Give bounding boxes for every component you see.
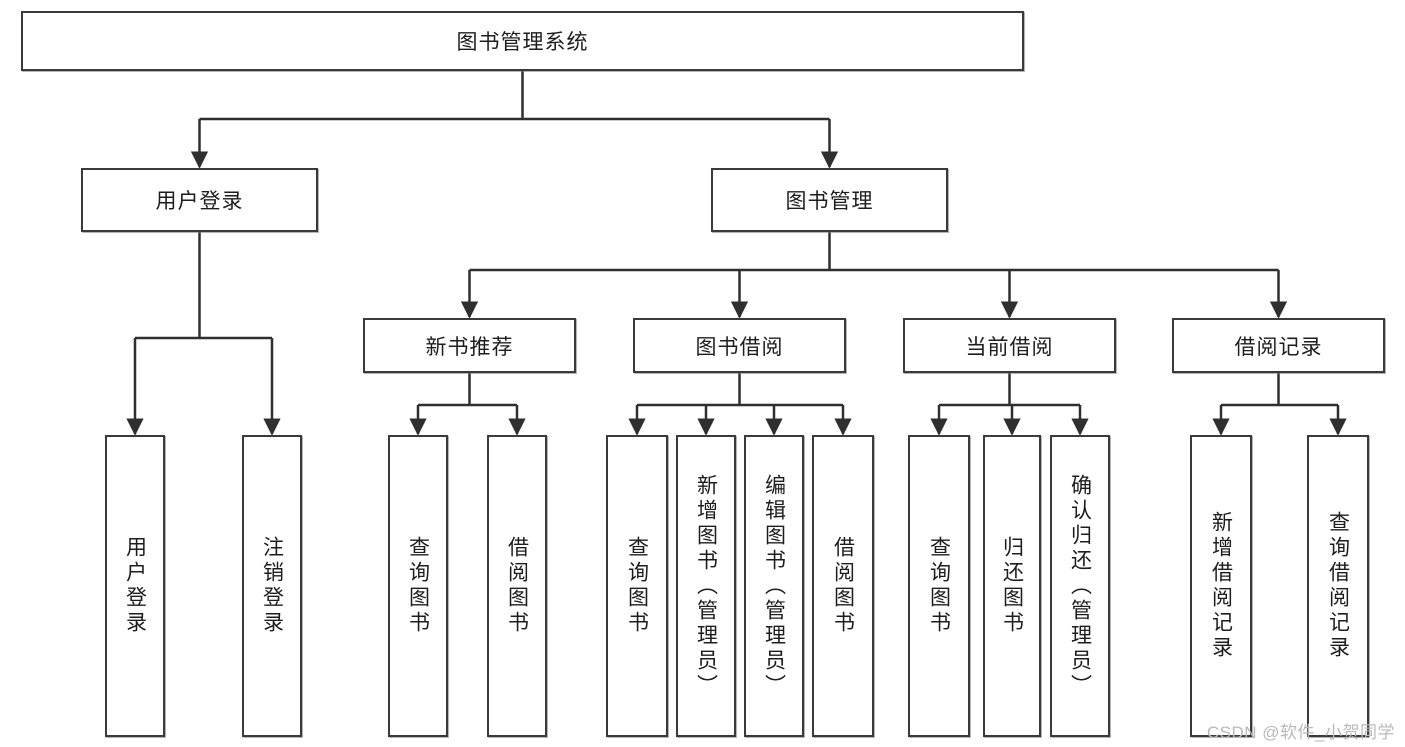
node-n_borrow[interactable]: 借阅图书: [487, 435, 547, 737]
node-c_query[interactable]: 查询图书: [908, 435, 970, 737]
edge-group: [126, 71, 1347, 436]
node-bookmgmt[interactable]: 图书管理: [711, 168, 948, 232]
node-login[interactable]: 用户登录: [81, 168, 318, 232]
node-label: 新增图书（管理员）: [694, 473, 718, 699]
node-r_query[interactable]: 查询借阅记录: [1307, 435, 1369, 737]
node-c_confirm[interactable]: 确认归还（管理员）: [1050, 435, 1110, 737]
node-label: 图书借阅: [695, 335, 784, 359]
node-n_query[interactable]: 查询图书: [388, 435, 448, 737]
node-label: 图书管理系统: [456, 31, 589, 54]
node-l_logout[interactable]: 注销登录: [242, 435, 302, 737]
node-b_borrow[interactable]: 借阅图书: [812, 435, 874, 737]
node-label: 新增借阅记录: [1209, 511, 1233, 661]
node-newbook[interactable]: 新书推荐: [363, 318, 576, 373]
node-label: 用户登录: [155, 190, 244, 213]
watermark-text: CSDN @软件_小贺同学: [1206, 723, 1395, 742]
node-r_add[interactable]: 新增借阅记录: [1190, 435, 1252, 737]
node-label: 用户登录: [123, 536, 147, 636]
node-label: 查询借阅记录: [1326, 511, 1350, 661]
node-label: 当前借阅: [965, 335, 1054, 359]
node-b_add[interactable]: 新增图书（管理员）: [676, 435, 736, 737]
node-l_login[interactable]: 用户登录: [105, 435, 165, 737]
node-b_query[interactable]: 查询图书: [606, 435, 668, 737]
node-label: 查询图书: [625, 536, 649, 636]
node-label: 借阅图书: [505, 536, 529, 636]
node-label: 注销登录: [260, 536, 284, 636]
node-borrow[interactable]: 图书借阅: [633, 318, 846, 373]
node-label: 新书推荐: [425, 335, 514, 359]
node-root[interactable]: 图书管理系统: [21, 11, 1024, 71]
node-label: 图书管理: [785, 190, 874, 213]
node-b_edit[interactable]: 编辑图书（管理员）: [744, 435, 804, 737]
node-label: 查询图书: [406, 536, 430, 636]
node-current[interactable]: 当前借阅: [903, 318, 1116, 373]
node-label: 查询图书: [927, 536, 951, 636]
node-label: 借阅图书: [831, 536, 855, 636]
node-records[interactable]: 借阅记录: [1172, 318, 1385, 373]
node-label: 编辑图书（管理员）: [762, 473, 786, 699]
node-label: 借阅记录: [1234, 335, 1323, 359]
node-c_return[interactable]: 归还图书: [983, 435, 1041, 737]
node-label: 归还图书: [1000, 536, 1024, 636]
node-label: 确认归还（管理员）: [1068, 473, 1092, 699]
